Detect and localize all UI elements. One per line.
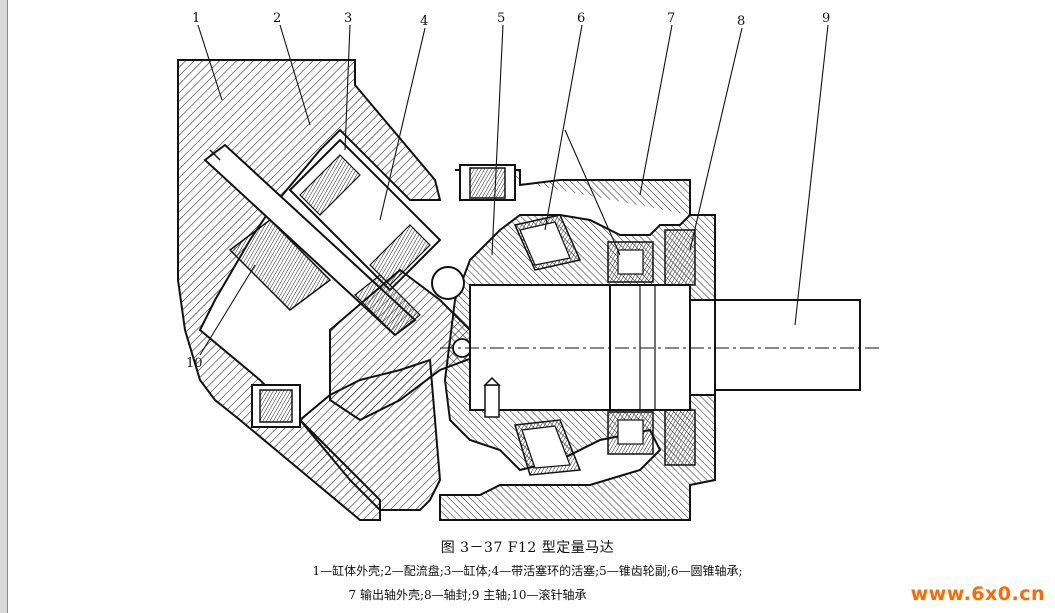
legend-line-1: 1—缸体外壳;2—配流盘;3—缸体;4—带活塞环的活塞;5—锥齿轮副;6—圆锥轴… (312, 564, 743, 578)
leader-lines (197, 24, 829, 356)
callout-9: 9 (822, 11, 830, 26)
shaft-output-end (714, 299, 861, 391)
callout-7: 7 (667, 11, 675, 26)
callout-5: 5 (497, 11, 505, 26)
shaft-seal-upper (664, 229, 696, 286)
callout-6: 6 (577, 11, 585, 26)
drive-flange (329, 268, 482, 422)
callout-8: 8 (737, 14, 745, 29)
needle-bearing (228, 219, 332, 311)
legend-line-2: 7 输出轴外壳;8—轴封;9 主轴;10—滚针轴承 (348, 588, 587, 602)
figure-title: 图 3－37 F12 型定量马达 (440, 540, 615, 556)
callout-2: 2 (273, 11, 281, 26)
roller-bearing-lower (607, 411, 654, 455)
left-border (0, 0, 8, 613)
lower-bolt (484, 384, 500, 418)
callout-3: 3 (344, 11, 352, 26)
ball-joint (431, 266, 465, 300)
shaft-seal-lower (664, 409, 696, 466)
callout-4: 4 (420, 14, 428, 29)
callout-1: 1 (192, 11, 200, 26)
callout-10: 10 (186, 356, 203, 371)
watermark: www.6x0.cn (910, 583, 1045, 605)
